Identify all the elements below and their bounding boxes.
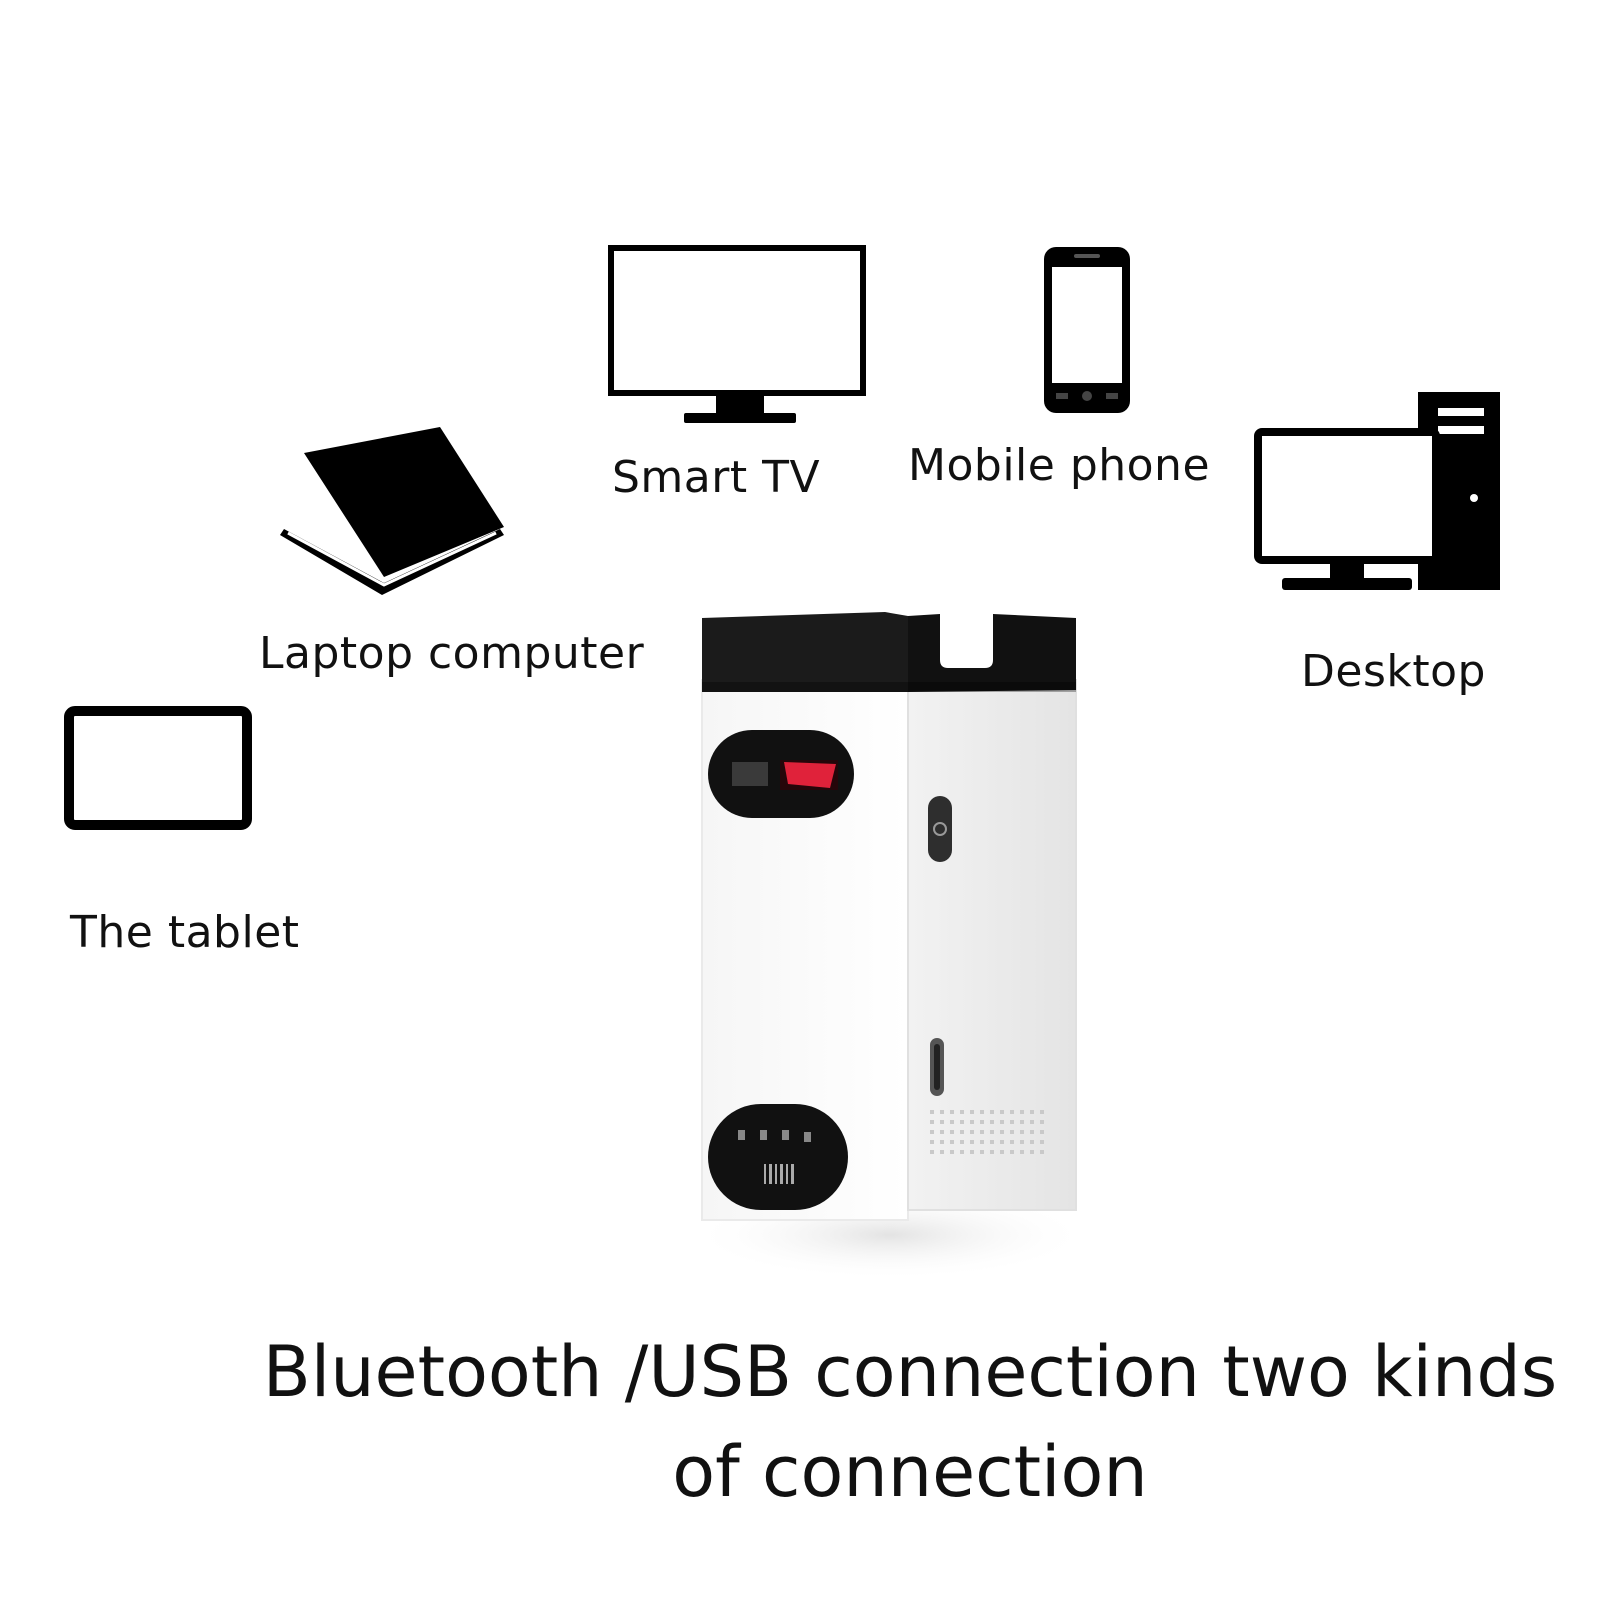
- tablet-label: The tablet: [70, 907, 300, 958]
- desktop-computer-icon: [1252, 390, 1502, 600]
- virtual-keyboard-device: [690, 610, 1090, 1310]
- laptop-computer-label: Laptop computer: [259, 628, 645, 679]
- smart-tv-label: Smart TV: [612, 452, 821, 503]
- desktop-label: Desktop: [1301, 646, 1486, 697]
- laptop-icon: [278, 425, 518, 600]
- connection-caption-line1: Bluetooth /USB connection two kinds: [262, 1331, 1558, 1413]
- connection-caption-line2: of connection: [672, 1431, 1148, 1513]
- mobile-phone-label: Mobile phone: [908, 440, 1211, 491]
- tablet-icon: [64, 706, 252, 830]
- phone-icon: [1042, 245, 1132, 415]
- tv-icon: [608, 245, 868, 430]
- laser-lens: [784, 762, 836, 788]
